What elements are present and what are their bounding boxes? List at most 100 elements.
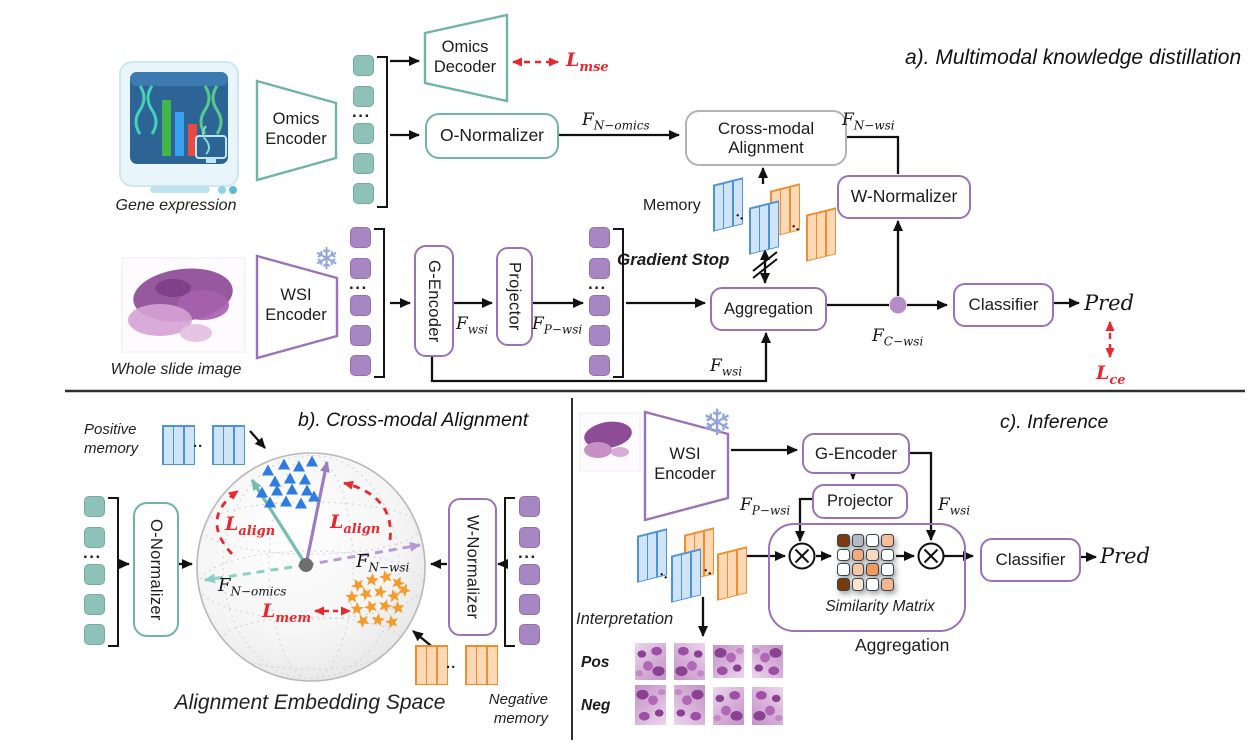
- cross-modal-alignment-box: Cross-modal Alignment: [685, 110, 847, 166]
- wsi-encoder-trapezoid: [255, 254, 339, 360]
- matrix-cell: [851, 534, 865, 547]
- wsi-caption: Whole slide image: [110, 361, 242, 378]
- o-normalizer-box: O-Normalizer: [425, 113, 559, 159]
- token-bracket: [613, 228, 624, 378]
- neg-label: Neg: [581, 697, 611, 714]
- f-wsi-skip-label: Fwsi: [710, 356, 743, 379]
- triangle-marker: [269, 475, 281, 487]
- triangle-marker: [271, 484, 283, 496]
- token-ellipsis: ...: [588, 274, 607, 293]
- feature-token: [350, 355, 371, 376]
- star-marker: [365, 573, 379, 587]
- feature-token: [589, 355, 610, 376]
- feature-token: [84, 527, 105, 548]
- whole-slide-image: [121, 257, 246, 353]
- positive-memory-bank: [162, 425, 196, 466]
- projector-box-c: Projector: [812, 484, 908, 519]
- positive-memory-bank: [212, 425, 246, 466]
- histology-patch: [713, 687, 744, 725]
- memory-ellipsis: ..: [446, 655, 457, 672]
- triangle-marker: [286, 483, 298, 495]
- memory-bank-blue: [671, 548, 702, 603]
- star-marker: [373, 585, 388, 599]
- omics-encoder-trapezoid: [255, 79, 338, 182]
- feature-token: [84, 594, 105, 615]
- fused-feature-dot: [889, 296, 907, 314]
- omics-encoder-box: Omics Encoder: [265, 110, 327, 148]
- triangle-marker: [264, 496, 276, 508]
- wsi-encoder-box-c: WSI Encoder: [654, 445, 716, 483]
- token-ellipsis: ...: [349, 274, 368, 293]
- aggregation-box: Aggregation: [710, 287, 827, 331]
- interpretation-label: Interpretation: [576, 610, 674, 628]
- omics-decoder-box: Omics Decoder: [433, 38, 497, 76]
- memory-bank-blue: [749, 200, 780, 255]
- negative-memory-bank: [415, 645, 449, 686]
- matrix-cell: [881, 578, 894, 591]
- wsi-encoder-trapezoid-inference: [643, 410, 730, 522]
- token-bracket: [108, 497, 119, 647]
- matrix-cell: [851, 563, 865, 576]
- panel-a-arrows: [390, 56, 1080, 383]
- pos-label: Pos: [581, 654, 610, 671]
- feature-token: [353, 86, 374, 107]
- star-marker: [379, 599, 393, 613]
- star-marker: [378, 570, 392, 584]
- feature-token: [519, 527, 540, 548]
- panel-c-title: c). Inference: [1000, 411, 1109, 433]
- aggregation-label-c: Aggregation: [855, 635, 950, 655]
- histology-patch: [635, 643, 666, 680]
- matrix-cell: [866, 548, 879, 562]
- star-marker: [358, 587, 373, 601]
- triangle-marker: [293, 460, 305, 472]
- circled-times-icon: [788, 542, 945, 570]
- pred-label-c: Pred: [1100, 544, 1151, 568]
- feature-token: [519, 624, 540, 645]
- matrix-cell: [837, 534, 850, 547]
- matrix-cell: [881, 548, 894, 562]
- memory-ellipsis: ..: [193, 434, 204, 451]
- w-normalizer-box: W-Normalizer: [837, 175, 971, 219]
- token-ellipsis: ...: [83, 543, 102, 562]
- g-encoder-box: G-Encoder: [414, 245, 454, 357]
- memory-bank-orange: [806, 207, 837, 262]
- matrix-cell: [837, 578, 850, 591]
- pred-label: Pred: [1084, 291, 1135, 315]
- triangle-marker: [262, 464, 274, 476]
- panel-a-title: a). Multimodal knowledge distillation: [905, 46, 1242, 69]
- f-n-wsi-label-b: FN−wsi: [356, 551, 410, 575]
- feature-token: [350, 295, 371, 316]
- g-encoder-box-c: G-Encoder: [802, 433, 910, 474]
- triangle-marker: [301, 484, 313, 496]
- matrix-cell: [851, 548, 865, 562]
- histology-patch: [674, 685, 705, 725]
- feature-token: [350, 258, 371, 279]
- token-bracket: [504, 497, 515, 647]
- feature-token: [589, 325, 610, 346]
- f-n-omics-label: FN−omics: [582, 110, 650, 133]
- w-normalizer-box-b: W-Normalizer: [448, 498, 497, 636]
- star-marker: [387, 589, 401, 603]
- matrix-cell: [881, 563, 894, 576]
- token-ellipsis: ...: [518, 543, 537, 562]
- panel-b-title: b). Cross-modal Alignment: [298, 409, 529, 431]
- feature-token: [519, 594, 540, 615]
- l-align-right-label: Lalign: [330, 511, 381, 537]
- f-p-wsi-label-c: FP−wsi: [740, 495, 791, 518]
- token-bracket: [374, 228, 385, 378]
- star-marker: [345, 590, 359, 603]
- feature-token: [353, 123, 374, 144]
- gene-expression-caption: Gene expression: [115, 197, 237, 214]
- memory-bank-orange: [717, 546, 748, 601]
- classifier-box-c: Classifier: [980, 538, 1081, 582]
- triangle-marker: [284, 472, 296, 484]
- l-mem-label: Lmem: [262, 600, 312, 626]
- star-marker: [371, 613, 385, 627]
- histology-patch: [635, 685, 666, 725]
- embedding-space-caption: Alignment Embedding Space: [174, 691, 446, 714]
- feature-token: [519, 496, 540, 517]
- wsi-image-inference: [579, 412, 641, 472]
- similarity-matrix-label: Similarity Matrix: [825, 598, 935, 615]
- star-marker: [350, 602, 364, 615]
